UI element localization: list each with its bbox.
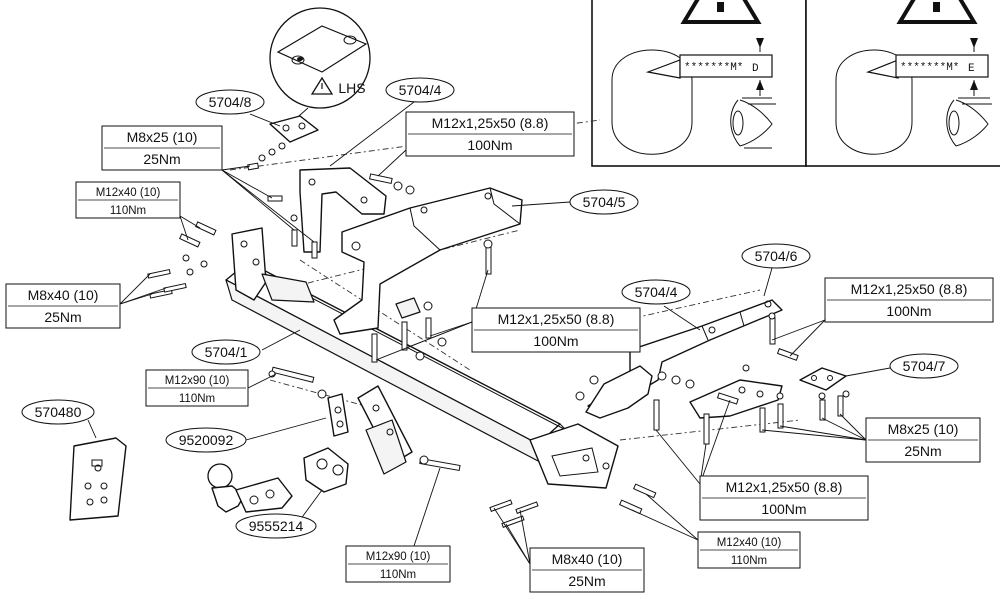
callout-m8x40-left: M8x40 (10) 25Nm [5,283,121,329]
part-label-5704-1: 5704/1 [191,339,261,365]
svg-text:100Nm: 100Nm [467,137,512,153]
fasteners [147,142,850,528]
callout-m12x40-left: M12x40 (10) 110Nm [75,181,181,219]
svg-text:25Nm: 25Nm [143,151,180,167]
part-label-5704-8: 5704/8 [195,89,265,115]
callout-m12x1-25x50-middle: M12x1,25x50 (8.8) 100Nm [471,307,641,353]
electric-socket-9555214 [303,447,349,493]
svg-text:25Nm: 25Nm [568,573,605,589]
svg-text:110Nm: 110Nm [731,555,767,567]
svg-text:M8x40 (10): M8x40 (10) [28,287,99,303]
part-label-570480: 570480 [21,399,95,425]
svg-text:5704/5: 5704/5 [583,194,626,210]
svg-text:25Nm: 25Nm [44,309,81,325]
svg-text:M8x25 (10): M8x25 (10) [127,129,198,145]
svg-text:9555214: 9555214 [249,518,304,534]
svg-text:5704/6: 5704/6 [755,248,798,264]
callout-m12x1-25x50-top: M12x1,25x50 (8.8) 100Nm [405,111,575,157]
left-chassis-brackets [299,167,523,335]
warning-letter-right: E [968,63,975,75]
warning-panel-left: *******M* D [591,0,807,167]
eye-icon [946,97,992,147]
svg-text:5704/4: 5704/4 [635,284,678,300]
lhs-label: LHS [338,80,365,96]
svg-text:M12x1,25x50 (8.8): M12x1,25x50 (8.8) [432,115,549,131]
svg-text:9520092: 9520092 [179,432,234,448]
svg-text:100Nm: 100Nm [761,501,806,517]
warning-code-left: *******M* [684,62,743,74]
callout-m8x25-top-left: M8x25 (10) 25Nm [101,125,223,171]
lhs-detail-circle: LHS [269,7,371,123]
svg-text:M8x25 (10): M8x25 (10) [888,421,959,437]
callout-m12x90-left: M12x90 (10) 110Nm [145,369,249,407]
warning-code-right: *******M* [900,62,959,74]
callout-m12x1-25x50-right-top: M12x1,25x50 (8.8) 100Nm [824,277,994,323]
svg-text:110Nm: 110Nm [110,205,146,217]
part-label-5704-4-top: 5704/4 [385,77,455,103]
part-label-5704-4-right: 5704/4 [621,279,691,305]
callout-m12x1-25x50-right-bottom: M12x1,25x50 (8.8) 100Nm [699,475,869,521]
warning-triangle-icon [680,0,762,24]
svg-text:110Nm: 110Nm [380,569,416,581]
svg-text:25Nm: 25Nm [904,443,941,459]
svg-text:100Nm: 100Nm [886,303,931,319]
callout-m12x90-bottom: M12x90 (10) 110Nm [345,545,451,583]
warning-letter-left: D [752,63,759,75]
part-label-9520092: 9520092 [165,427,247,453]
svg-text:5704/8: 5704/8 [209,94,252,110]
electrics-kit-570480 [69,437,127,521]
svg-text:M12x1,25x50 (8.8): M12x1,25x50 (8.8) [498,311,615,327]
svg-text:100Nm: 100Nm [533,333,578,349]
eye-icon [730,97,776,149]
part-label-5704-6: 5704/6 [741,243,811,269]
leader-lines [87,101,891,565]
part-label-5704-5: 5704/5 [569,189,639,215]
part-label-9555214: 9555214 [235,513,317,539]
warning-panel-right: *******M* E [805,0,1000,167]
part-label-5704-7: 5704/7 [889,353,959,379]
svg-text:5704/4: 5704/4 [399,82,442,98]
svg-text:M12x40 (10): M12x40 (10) [717,537,782,549]
plate-5704-8 [269,115,319,143]
svg-text:M12x40 (10): M12x40 (10) [96,187,161,199]
svg-text:M12x90 (10): M12x90 (10) [165,375,230,387]
svg-text:570480: 570480 [35,404,82,420]
svg-text:M12x1,25x50 (8.8): M12x1,25x50 (8.8) [851,281,968,297]
svg-text:5704/7: 5704/7 [903,358,946,374]
callout-m8x40-bottom: M8x40 (10) 25Nm [529,547,645,593]
svg-text:M12x90 (10): M12x90 (10) [366,551,431,563]
warning-triangle-icon [896,0,978,24]
svg-text:M12x1,25x50 (8.8): M12x1,25x50 (8.8) [726,479,843,495]
warning-triangle-icon [310,76,334,95]
tow-ball-assembly [207,463,293,513]
callout-m12x40-bottom-right: M12x40 (10) 110Nm [697,531,801,569]
callout-m8x25-right: M8x25 (10) 25Nm [865,417,981,463]
svg-text:M8x40 (10): M8x40 (10) [552,551,623,567]
svg-text:110Nm: 110Nm [179,393,215,405]
svg-text:5704/1: 5704/1 [205,344,248,360]
